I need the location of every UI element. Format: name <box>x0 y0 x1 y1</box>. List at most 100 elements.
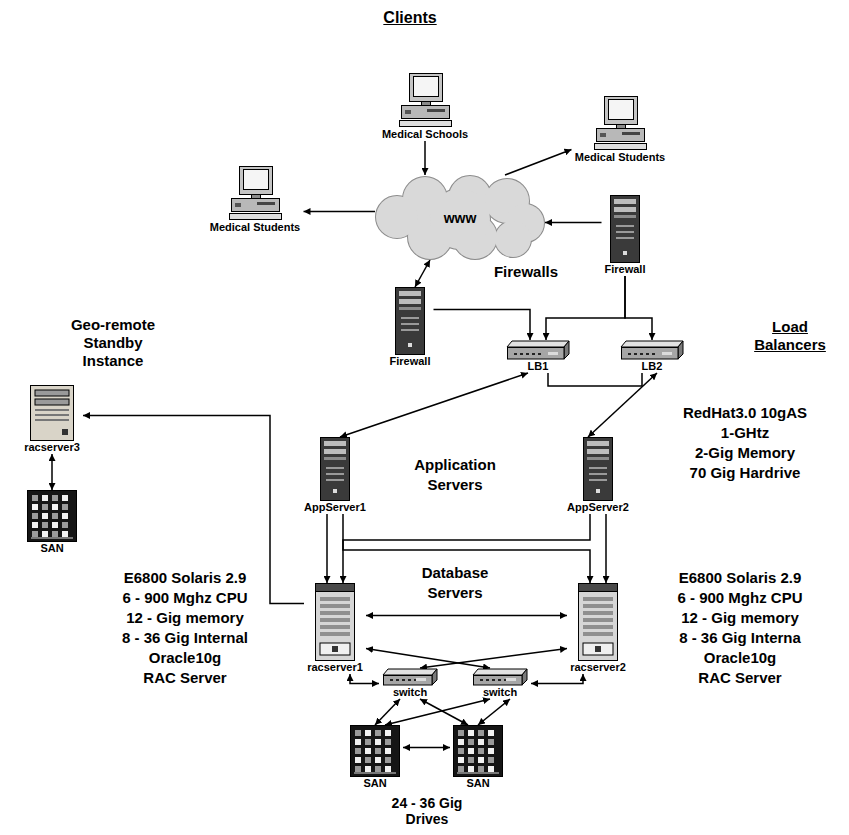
icon-part <box>616 225 634 227</box>
icon-part <box>488 757 494 763</box>
node-label: racserver1 <box>307 661 363 674</box>
icon-part <box>320 643 350 655</box>
icon-part <box>399 307 421 310</box>
annotation: RedHat3.0 10gAS 1-GHtz 2-Gig Memory 70 G… <box>683 403 807 483</box>
icon-part <box>385 766 391 772</box>
icon-part <box>324 457 346 460</box>
text-line: 8 - 36 Gig Interna <box>677 628 802 648</box>
icon-part <box>584 438 613 501</box>
icon-part <box>375 748 381 754</box>
text-line: Application <box>414 455 496 475</box>
icon-part <box>583 618 613 622</box>
icon-part <box>402 106 450 119</box>
icon-part <box>480 679 483 681</box>
annotation: Database Servers <box>422 563 489 603</box>
icon-part <box>486 679 489 681</box>
icon-part <box>507 341 569 347</box>
icon-part <box>28 491 77 542</box>
icon-part <box>35 419 69 421</box>
icon-part <box>468 739 474 745</box>
icon-part <box>35 414 69 416</box>
firewall-node: Firewall <box>387 287 434 368</box>
icon-part <box>52 513 58 519</box>
icon-part <box>587 441 609 446</box>
icon-part <box>454 726 503 777</box>
icon-part <box>52 522 58 528</box>
icon-part <box>410 74 443 102</box>
icon-part <box>42 531 48 537</box>
icon-part <box>244 170 269 190</box>
cloud-part <box>495 221 531 257</box>
node-label: SAN <box>466 777 489 790</box>
icon-part <box>321 438 350 501</box>
icon-part <box>399 291 421 296</box>
icon-part <box>42 513 48 519</box>
cloud-part <box>430 189 490 249</box>
text-line: RAC Server <box>677 668 802 688</box>
icon-part <box>320 625 350 629</box>
icon-part <box>422 102 431 106</box>
icon-part <box>232 199 280 212</box>
icon-part <box>31 386 74 441</box>
connector <box>420 649 567 669</box>
icon-part <box>583 632 613 636</box>
icon-part <box>42 495 48 501</box>
icon-part <box>62 531 68 537</box>
icon-part <box>408 343 412 347</box>
icon-part <box>488 739 494 745</box>
icon-part <box>432 669 437 685</box>
database-server-node: racserver1 <box>304 583 366 674</box>
connector <box>385 699 490 725</box>
icon-part <box>333 489 337 493</box>
connector <box>478 699 510 725</box>
icon-part <box>324 449 346 454</box>
connector <box>548 373 642 386</box>
app-server-node: AppServer1 <box>301 437 369 514</box>
icon-part <box>35 409 69 411</box>
node-label: SAN <box>40 542 63 555</box>
icon-part <box>488 730 494 736</box>
icon-part <box>605 97 638 125</box>
switch-icon <box>472 668 528 686</box>
connector <box>375 699 400 725</box>
annotation: Geo-remote Standby Instance <box>71 316 155 370</box>
icon-part <box>400 121 452 127</box>
icon-part <box>52 531 58 537</box>
node-label: SAN <box>363 777 386 790</box>
connector <box>505 150 572 176</box>
icon-part <box>235 203 241 207</box>
icon-part <box>616 231 634 233</box>
icon-part <box>324 441 346 446</box>
icon-part <box>414 77 439 97</box>
text-line: Firewalls <box>494 263 558 281</box>
icon-part <box>31 537 73 539</box>
icon-part <box>616 237 634 239</box>
server-tower-icon <box>320 437 350 501</box>
switch-node: switch <box>469 668 531 699</box>
icon-part <box>355 739 361 745</box>
server-node: racserver3 <box>21 385 83 454</box>
connector <box>605 514 607 583</box>
text-line: 12 - Gig memory <box>677 608 802 628</box>
icon-part <box>478 748 484 754</box>
icon-part <box>385 730 391 736</box>
load-balancer-node: LB2 <box>617 340 687 373</box>
icon-part <box>583 597 613 601</box>
icon-part <box>583 611 613 615</box>
icon-part <box>468 766 474 772</box>
text-line: 24 - 36 Gig <box>392 795 463 811</box>
text-line: Oracle10g <box>677 648 802 668</box>
node-label: www <box>444 210 477 226</box>
node-label: Firewall <box>605 263 646 276</box>
text-line: Servers <box>414 475 496 495</box>
load-balancer-icon <box>506 340 570 360</box>
firewall-icon <box>395 287 425 355</box>
connector <box>546 276 625 340</box>
cloud-part <box>495 221 531 257</box>
icon-part <box>508 348 565 360</box>
icon-part <box>354 772 396 774</box>
icon-part <box>623 251 627 255</box>
icon-part <box>634 353 637 355</box>
icon-part <box>600 133 606 137</box>
